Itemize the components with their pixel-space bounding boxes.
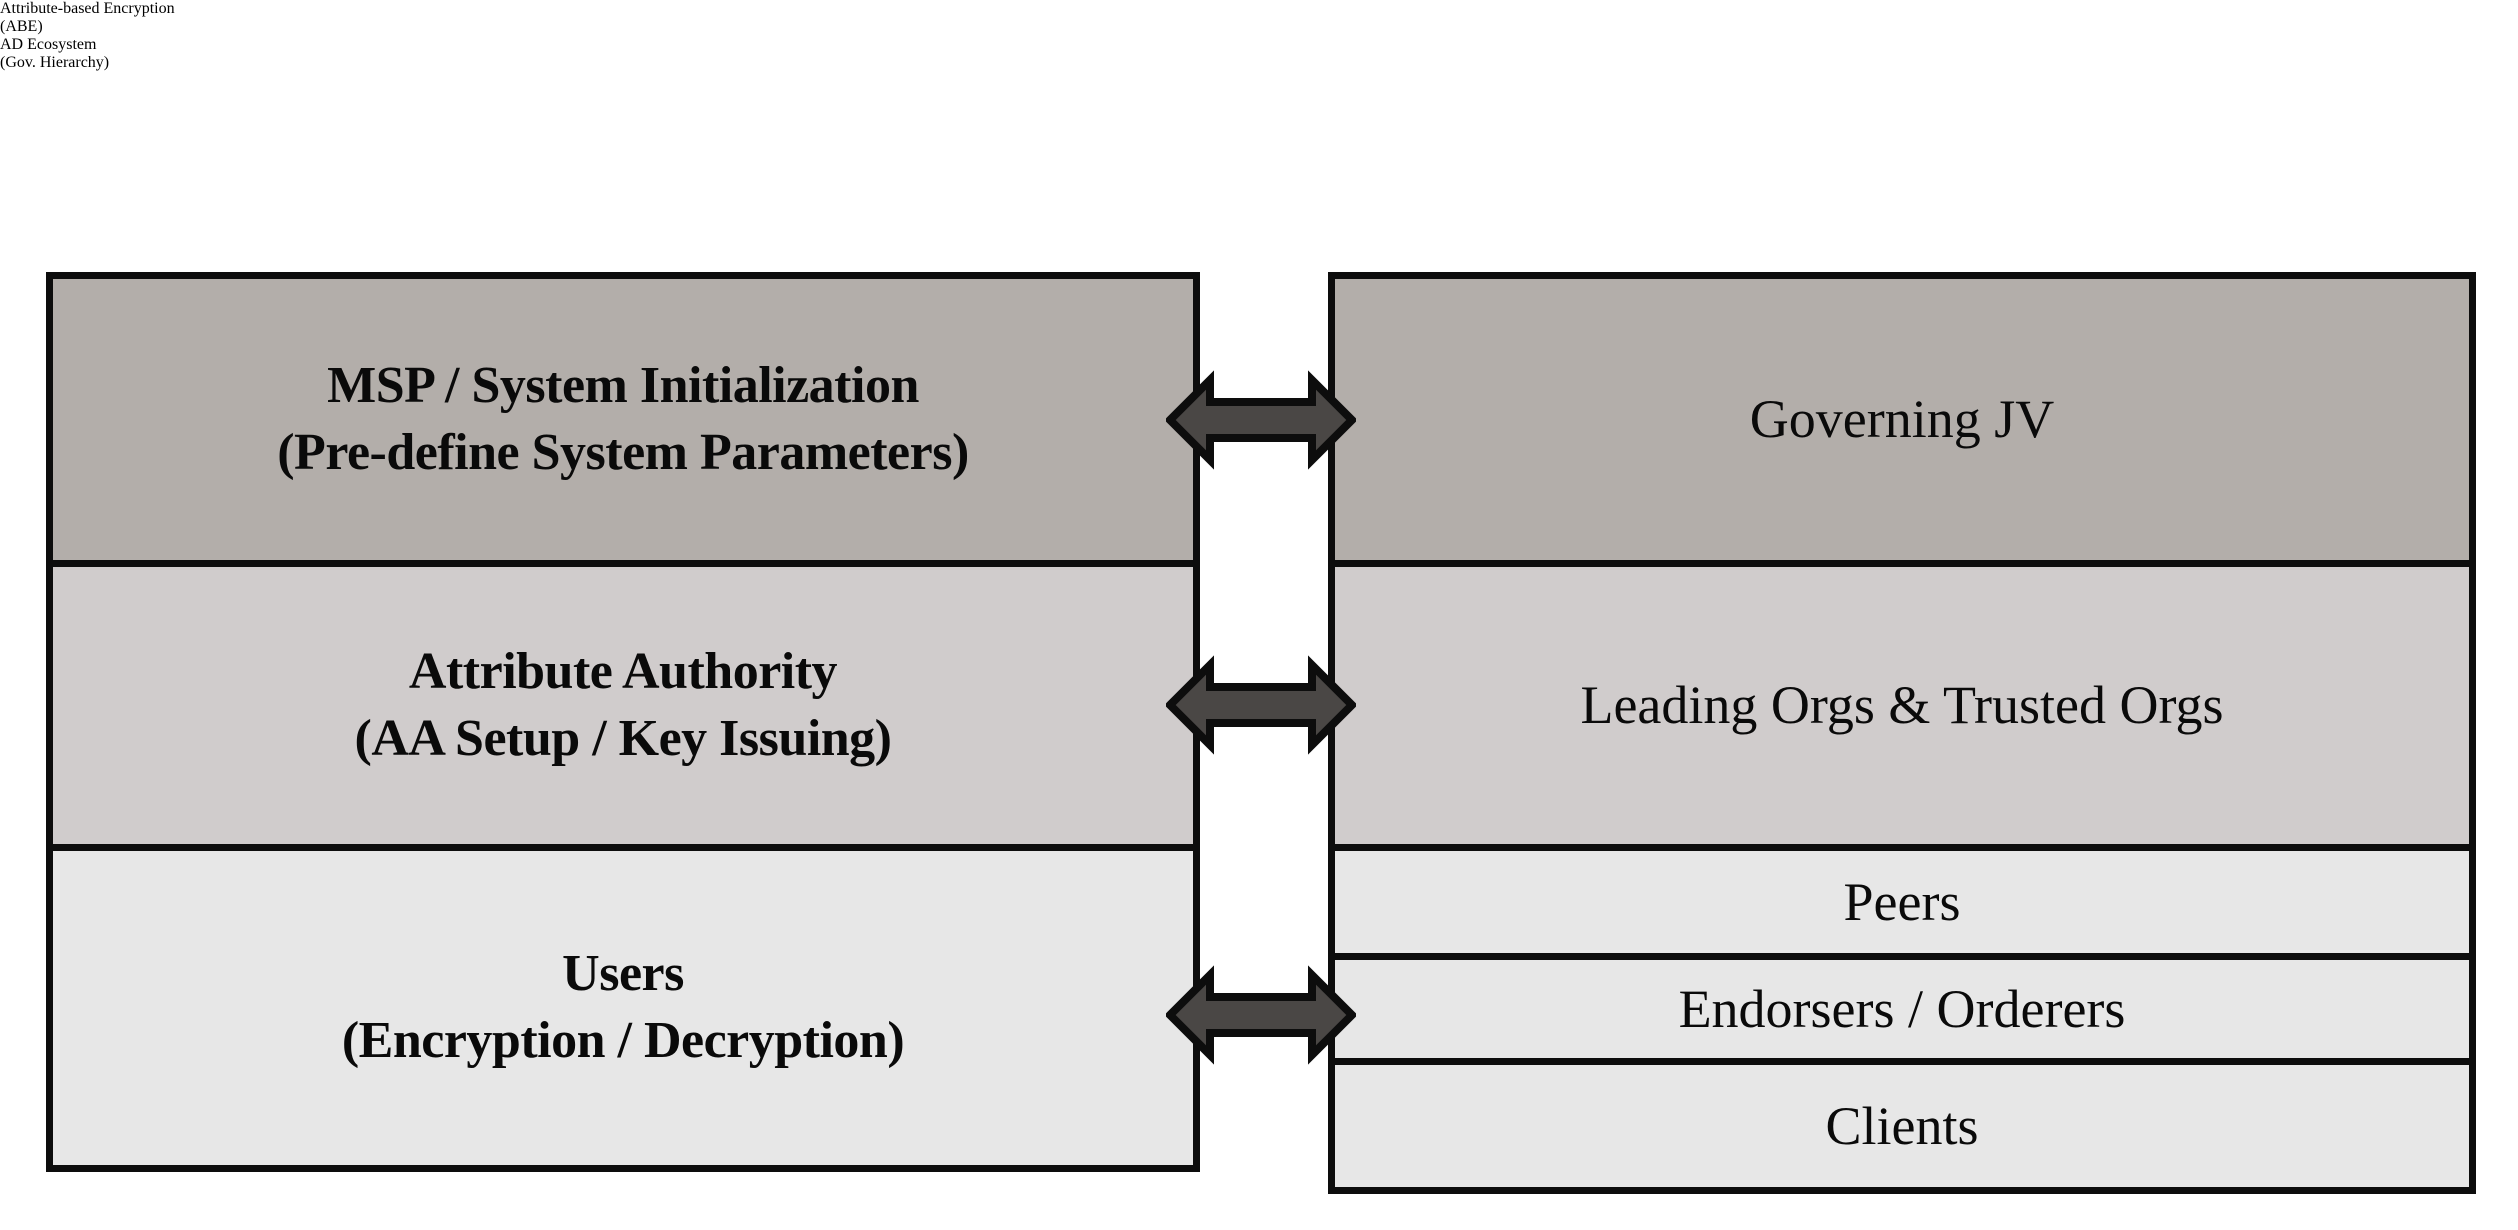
- band-users: Users (Encryption / Decryption): [53, 844, 1193, 1165]
- band-governing-jv-label: Governing JV: [1749, 389, 2055, 450]
- band-msp-line1: MSP / System Initialization: [327, 356, 919, 414]
- band-endorsers-orderers-label: Endorsers / Orderers: [1678, 978, 2126, 1039]
- double-arrow-icon-users-endorsers-orderers: [1166, 965, 1356, 1065]
- ad-ecosystem-stack-panel: Governing JV Leading Orgs & Trusted Orgs…: [1328, 272, 2476, 1194]
- band-msp-line2: (Pre-define System Parameters): [277, 423, 969, 481]
- double-arrow-icon-attribute-authority-leading-orgs: [1166, 655, 1356, 755]
- right-column-title-line2: (Gov. Hierarchy): [0, 54, 110, 71]
- band-clients-label: Clients: [1825, 1095, 1979, 1156]
- band-attribute-authority: Attribute Authority (AA Setup / Key Issu…: [53, 560, 1193, 844]
- abe-stack-panel: MSP / System Initialization (Pre-define …: [46, 272, 1200, 1172]
- left-column-title: Attribute-based Encryption (ABE): [0, 0, 1150, 36]
- band-users-line2: (Encryption / Decryption): [341, 1012, 905, 1069]
- band-attribute-authority-line2: (AA Setup / Key Issuing): [354, 709, 893, 767]
- band-leading-trusted-orgs: Leading Orgs & Trusted Orgs: [1335, 560, 2469, 844]
- band-governing-jv: Governing JV: [1335, 279, 2469, 560]
- band-attribute-authority-line1: Attribute Authority: [408, 642, 838, 700]
- band-clients: Clients: [1335, 1058, 2469, 1187]
- left-column-title-line1: Attribute-based Encryption: [0, 0, 175, 17]
- band-users-line1: Users: [562, 945, 684, 1003]
- band-msp-system-initialization: MSP / System Initialization (Pre-define …: [53, 279, 1193, 560]
- band-peers: Peers: [1335, 844, 2469, 953]
- double-arrow-icon-msp-governing-jv: [1166, 370, 1356, 470]
- band-leading-trusted-orgs-label: Leading Orgs & Trusted Orgs: [1580, 675, 2224, 736]
- band-peers-label: Peers: [1843, 871, 1961, 932]
- band-endorsers-orderers: Endorsers / Orderers: [1335, 953, 2469, 1058]
- right-column-title-line1: AD Ecosystem: [0, 36, 97, 53]
- right-column-title: AD Ecosystem (Gov. Hierarchy): [0, 36, 1143, 72]
- left-column-title-line2: (ABE): [0, 18, 43, 35]
